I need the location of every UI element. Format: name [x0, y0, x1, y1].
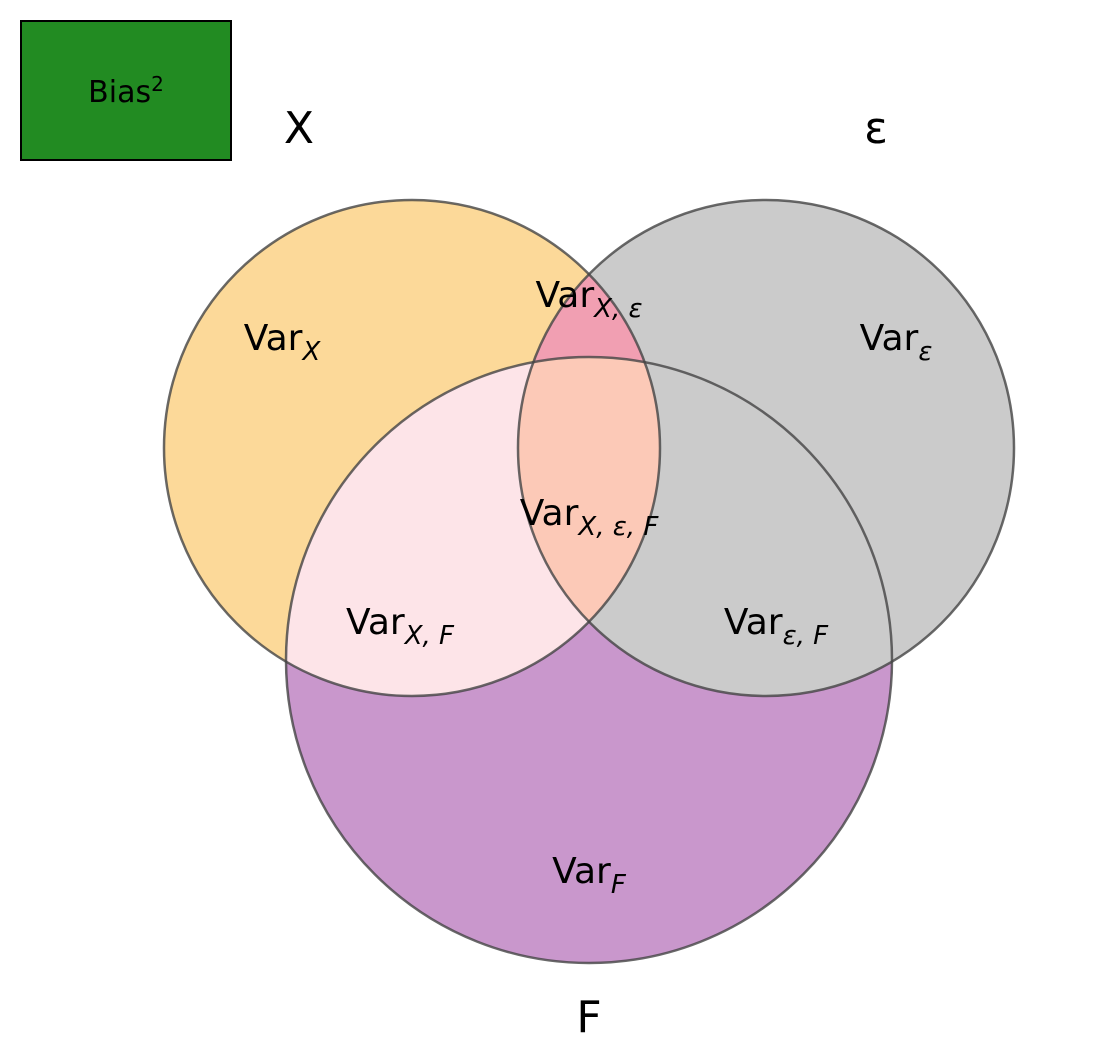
label-var-x-epsilon: VarX, ε: [535, 275, 642, 324]
label-var-x: VarX: [244, 318, 322, 367]
label-var-f: VarF: [552, 851, 627, 900]
set-label-f: F: [576, 992, 601, 1043]
bias-label: Bias2: [88, 71, 164, 110]
set-label-x: X: [284, 103, 314, 154]
outline-x: [162, 198, 662, 698]
outline-f: [284, 355, 894, 965]
label-var-epsilon: Varε: [860, 318, 933, 367]
label-var-x-f: VarX, F: [346, 602, 455, 651]
label-var-x-epsilon-f: VarX, ε, F: [520, 493, 660, 542]
outline-epsilon: [516, 198, 1016, 698]
set-label-epsilon: ε: [864, 103, 888, 154]
label-var-epsilon-f: Varε, F: [724, 602, 829, 651]
bias-squared-box: Bias2: [20, 20, 232, 161]
